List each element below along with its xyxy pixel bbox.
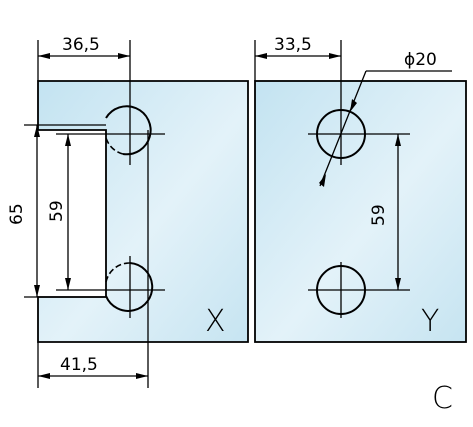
hole-bottom-y xyxy=(308,262,375,318)
hole-top-x xyxy=(105,104,165,165)
dimension-vertical-inner-left: 59 xyxy=(47,133,114,291)
dimension-label-bottom-left: 41,5 xyxy=(60,355,98,375)
dimension-label-diameter: ϕ20 xyxy=(404,50,437,70)
glass-panel-x xyxy=(37,80,249,343)
panel-x: X xyxy=(37,80,249,343)
dimension-top-left: 36,5 xyxy=(37,35,131,104)
glass-panel-y xyxy=(254,80,467,343)
dimension-top-right: 33,5 xyxy=(254,35,342,104)
panel-y: Y xyxy=(254,80,467,343)
dimension-diameter: ϕ20 xyxy=(319,50,452,187)
dimension-label-vertical-59-left: 59 xyxy=(47,200,67,222)
hole-bottom-x xyxy=(105,256,165,318)
dimension-bottom-left: 41,5 xyxy=(37,342,149,388)
variant-label: C xyxy=(432,381,453,416)
dimension-label-top-right: 33,5 xyxy=(274,35,312,55)
panel-label-x: X xyxy=(205,304,226,339)
panel-label-y: Y xyxy=(421,304,439,339)
dimension-label-vertical-65: 65 xyxy=(7,203,27,225)
dimension-label-vertical-59-right: 59 xyxy=(369,204,389,226)
dimension-vertical-right: 59 xyxy=(369,133,410,291)
dimension-label-top-left: 36,5 xyxy=(62,35,100,55)
dimension-vertical-outer-left: 65 xyxy=(7,124,106,298)
